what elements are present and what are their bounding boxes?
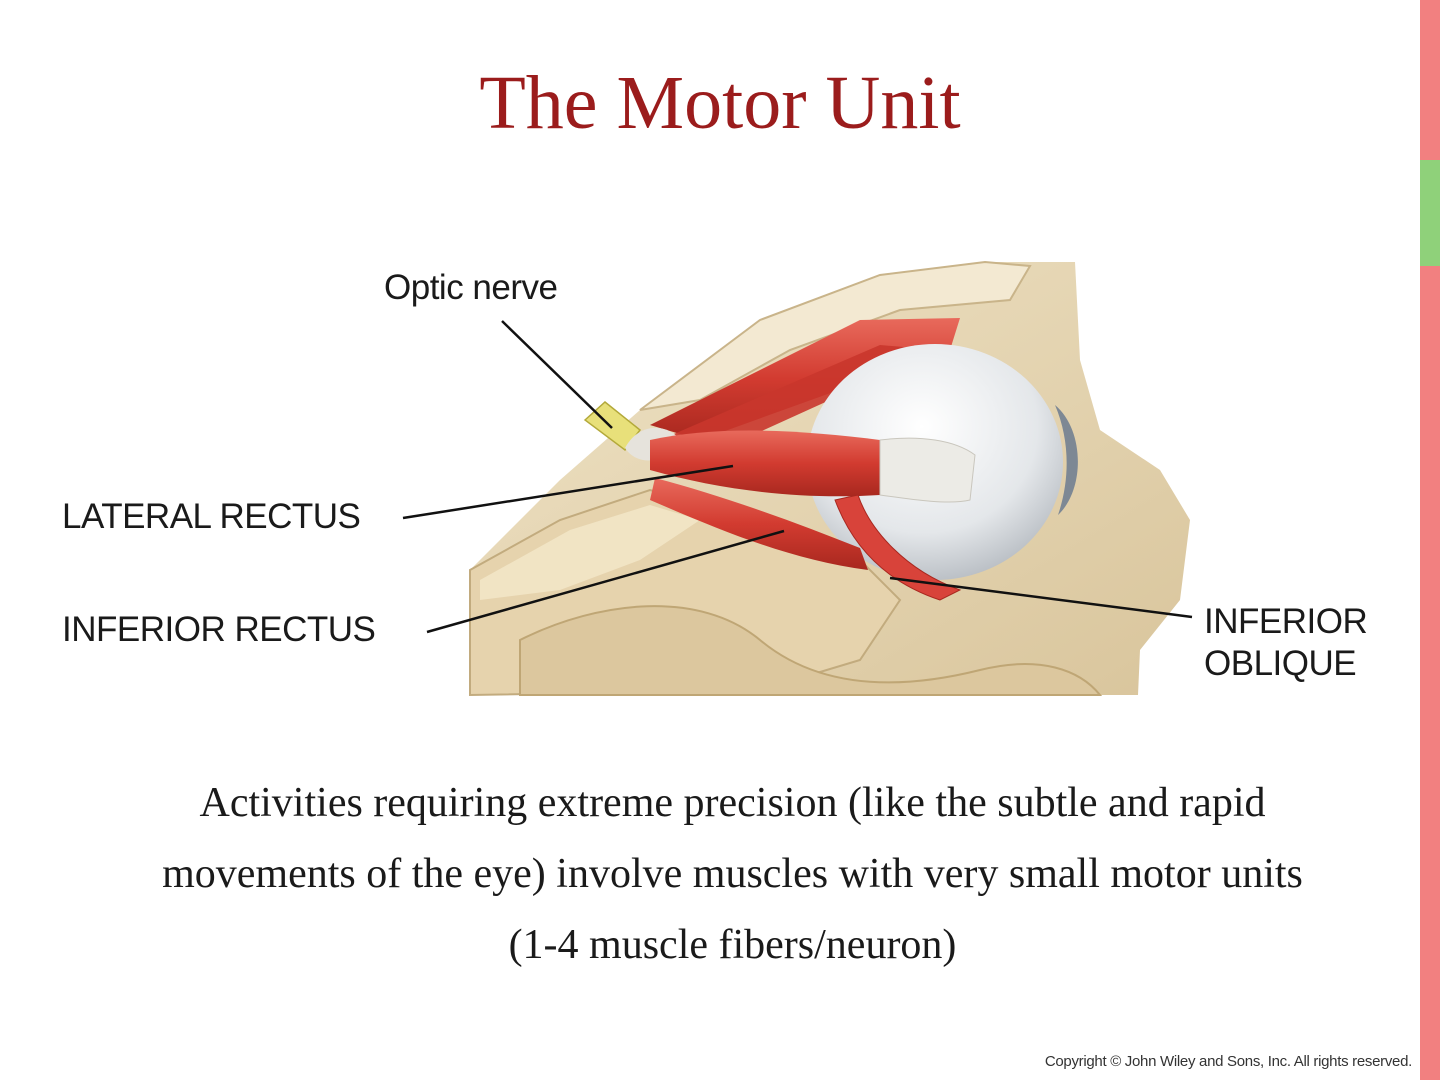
lateral-rectus-leader [402,464,734,520]
inferior-oblique [834,494,962,601]
lateral-rectus-label: LATERAL RECTUS [62,497,361,536]
lower-bone-ridge [519,605,1103,696]
inferior-rectus-label: INFERIOR RECTUS [62,610,376,649]
caption-line: Activities requiring extreme precision (… [199,780,1266,826]
inferior-rectus-leader [426,529,785,634]
inferior-oblique-leader [889,576,1193,619]
orbit-roof [639,260,1032,411]
side-accent-bar [1420,0,1440,1080]
orbit-floor-spongy [480,505,700,600]
caption-line: movements of the eye) involve muscles wi… [162,851,1303,897]
optic-nerve-label: Optic nerve [384,268,558,307]
inferior-oblique-label-line1: INFERIOR [1204,602,1368,641]
slide-title: The Motor Unit [479,61,961,145]
slide-caption: Activities requiring extreme precision (… [60,768,1405,981]
cornea [1055,405,1078,515]
inferior-rectus [650,478,868,570]
optic-nerve-leader [501,320,613,429]
lateral-rectus-tendon [879,437,976,503]
side-accent-bar-highlight [1420,160,1440,266]
caption-line: (1-4 muscle fibers/neuron) [508,922,957,968]
lateral-rectus [650,430,900,497]
copyright-notice: Copyright © John Wiley and Sons, Inc. Al… [1044,1053,1412,1070]
inferior-oblique-label-line2: OBLIQUE [1204,644,1357,683]
